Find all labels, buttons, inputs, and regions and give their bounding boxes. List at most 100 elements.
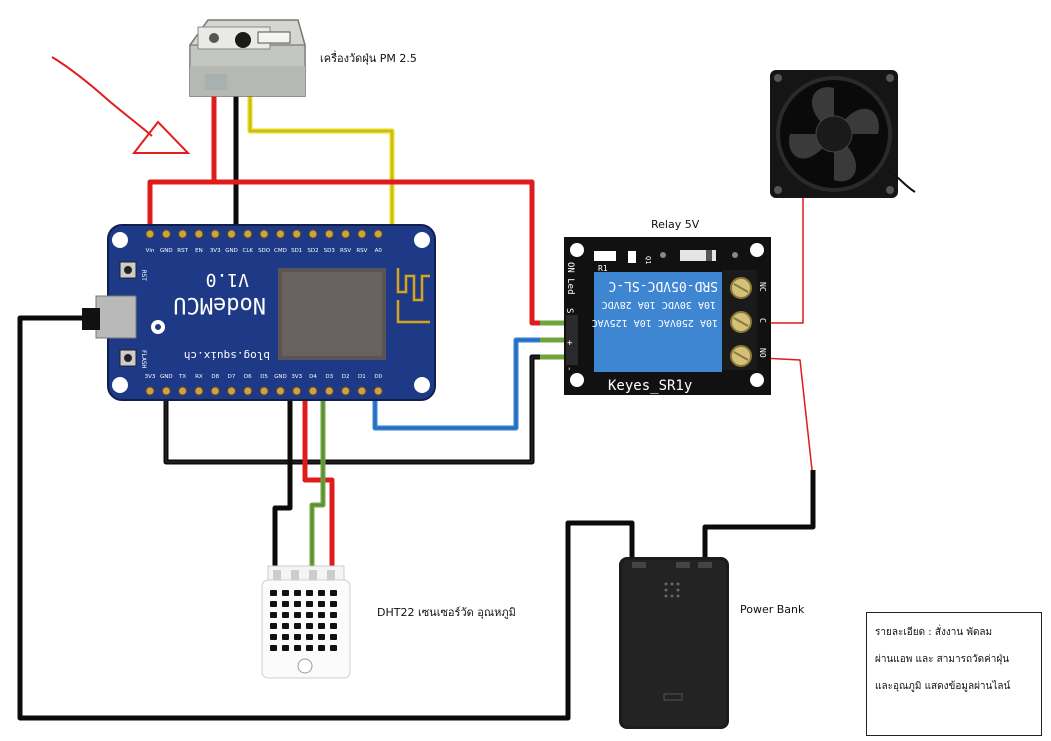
top-pin-12 (341, 229, 351, 239)
dht-vent-slot (318, 623, 325, 629)
sensor-yellow-wire (247, 90, 395, 233)
relay-pin-s: S (564, 308, 574, 313)
relay-d1: D1 (693, 240, 704, 249)
red-arrow-annotation (51, 56, 191, 154)
top-pin-3 (194, 229, 204, 239)
bottom-pin-label: D2 (342, 374, 350, 380)
dht-vent-slot (318, 634, 325, 640)
top-pin-label: 3V3 (210, 248, 221, 254)
bottom-pin-label: D8 (211, 374, 219, 380)
bottom-pin-label: D6 (244, 374, 252, 380)
dht-vent-slot (306, 612, 313, 618)
dht-vent-slot (270, 645, 277, 651)
dht-vent-slot (270, 612, 277, 618)
bottom-pin-14 (373, 386, 383, 396)
dht-vent-slot (330, 623, 337, 629)
relay-label: Relay 5V (651, 218, 700, 231)
relay-terminal-c: C (758, 318, 767, 323)
bottom-pin-label: 3V3 (145, 374, 156, 380)
top-pin-10 (308, 229, 318, 239)
dht-green-wire (309, 391, 326, 578)
bottom-pin-label: D5 (260, 374, 268, 380)
top-pin-label: CMD (274, 248, 287, 254)
top-pin-8 (275, 229, 285, 239)
top-pin-label: Vin (146, 248, 155, 254)
top-pin-0 (145, 229, 155, 239)
top-pin-label: SD2 (307, 248, 318, 254)
top-pin-6 (243, 229, 253, 239)
relay-rating-2: 10A 30VDC 10A 28VDC (602, 299, 716, 310)
dht-vent-slot (294, 601, 301, 607)
dht-vent-slot (282, 645, 289, 651)
bottom-pin-label: GND (274, 374, 287, 380)
usb-black-cable (17, 315, 635, 721)
bottom-pin-label: D0 (374, 374, 382, 380)
bottom-pin-label: RX (195, 374, 203, 380)
bottom-pin-label: D1 (358, 374, 366, 380)
relay-module (564, 237, 771, 395)
nodemcu-site: blog.squix.ch (184, 349, 270, 362)
dht-vent-slot (330, 601, 337, 607)
dht-vent-slot (294, 645, 301, 651)
dht-vent-slot (282, 634, 289, 640)
bottom-pin-9 (292, 386, 302, 396)
dht-black-wire (272, 391, 293, 578)
top-pin-5 (227, 229, 236, 239)
bottom-pin-13 (357, 386, 367, 396)
top-pin-11 (324, 229, 334, 239)
dht-vent-slot (306, 601, 313, 607)
dht-vent-slot (282, 623, 289, 629)
relay-terminal-no: NO (758, 348, 767, 358)
dht-vent-slot (294, 623, 301, 629)
bottom-pin-12 (341, 386, 351, 396)
top-pin-2 (178, 229, 188, 239)
bottom-pin-6 (243, 386, 253, 396)
dht-vent-slot (318, 590, 325, 596)
top-pin-label: SDO (258, 248, 271, 254)
dht-vent-slot (306, 590, 313, 596)
bottom-pin-label: D4 (309, 374, 317, 380)
dht-vent-slot (282, 590, 289, 596)
bottom-pin-2 (178, 386, 188, 396)
note-line-2: ผ่านแอพ และ สามารถวัดค่าฝุ่น (875, 654, 1010, 665)
relay-r1: R1 (598, 264, 608, 273)
dht-vent-slot (294, 590, 301, 596)
top-pin-label: EN (195, 248, 203, 254)
dht-vent-slot (318, 601, 325, 607)
top-pin-7 (259, 229, 269, 239)
top-pin-label: CLK (243, 248, 254, 254)
dht-vent-slot (270, 623, 277, 629)
top-pin-14 (373, 229, 383, 239)
dht-vent-slot (282, 601, 289, 607)
relay-model: SRD-05VDC-SL-C (608, 278, 718, 293)
top-pin-label: RSV (356, 248, 367, 254)
relay-pin-minus: - (564, 366, 574, 371)
cooling-fan (770, 70, 916, 198)
relay-rating-1: 10A 250VAC 10A 125VAC (592, 317, 718, 328)
top-pin-1 (161, 229, 171, 239)
bottom-pin-label: 3V3 (291, 374, 302, 380)
top-pin-13 (357, 229, 367, 239)
power-bank-label: Power Bank (740, 603, 805, 616)
power-bank (619, 557, 729, 729)
dht-vent-slot (318, 645, 325, 651)
description-note: รายละเอียด : สั่งงาน พัดลม ผ่านแอพ และ ส… (866, 612, 1042, 736)
top-pin-9 (292, 229, 302, 239)
top-pin-label: RST (177, 248, 188, 254)
d1-blue-wire (372, 337, 562, 431)
top-pin-label: GND (160, 248, 173, 254)
nodemcu-version: V1.0 (206, 269, 249, 290)
bottom-pin-3 (194, 386, 204, 396)
dht22-sensor (261, 565, 351, 679)
pm25-dust-sensor (189, 19, 306, 97)
bottom-pin-4 (210, 386, 220, 396)
dht-vent-slot (294, 634, 301, 640)
bottom-pin-5 (227, 386, 236, 396)
bottom-pin-label: D7 (228, 374, 236, 380)
bottom-pin-1 (161, 386, 171, 396)
dht-vent-slot (318, 612, 325, 618)
dht-vent-slot (270, 634, 277, 640)
pm25-sensor-label: เครื่องวัดฝุ่น PM 2.5 (320, 52, 417, 65)
